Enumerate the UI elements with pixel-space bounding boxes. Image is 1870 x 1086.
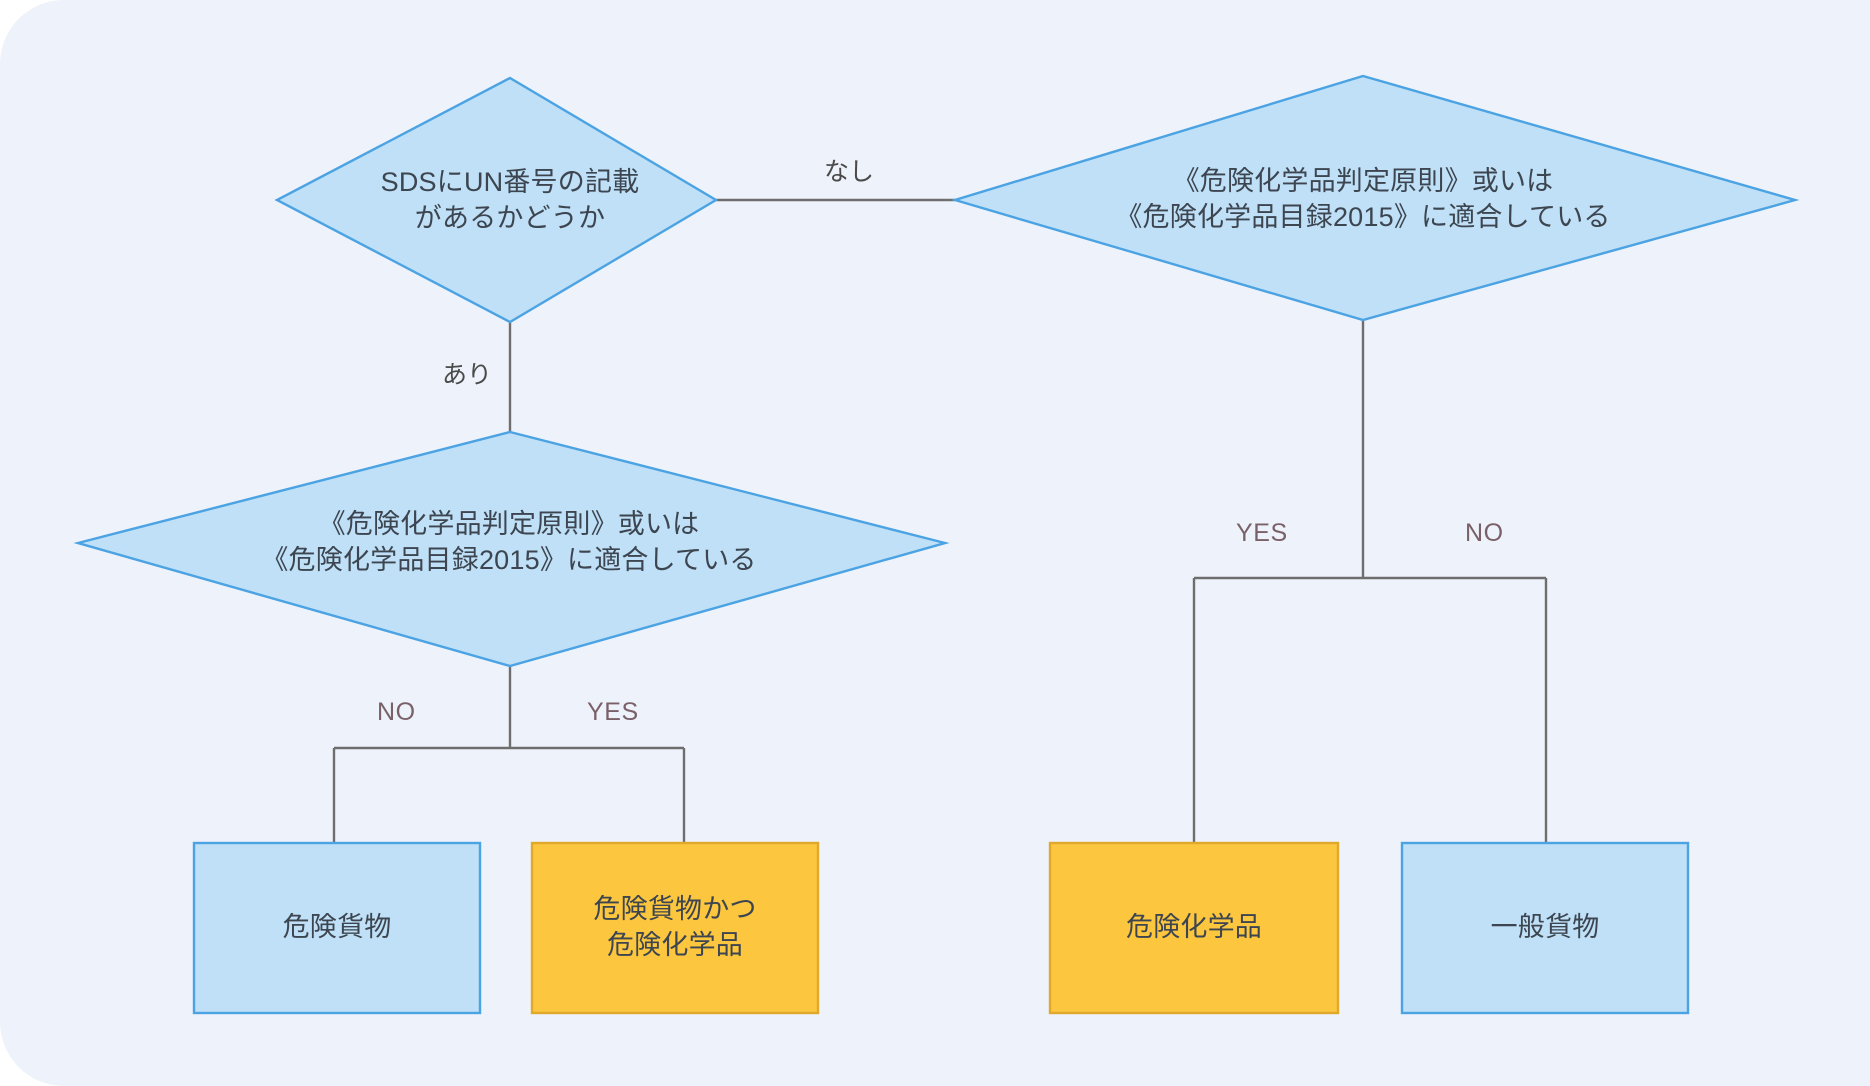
node-d3-diamond: [73, 430, 950, 668]
node-b4-rect: [1400, 841, 1690, 1015]
node-b2-rect: [530, 841, 820, 1015]
edge-label-d3-no: NO: [377, 698, 416, 726]
edge-label-nashi: なし: [824, 158, 875, 186]
connector-lines: [332, 198, 1548, 843]
node-d2-diamond: [950, 74, 1800, 322]
node-b1-rect: [192, 841, 482, 1015]
node-d1-diamond: [274, 76, 719, 324]
edge-label-d3-yes: YES: [587, 698, 639, 726]
edge-label-d2-yes: YES: [1236, 519, 1288, 547]
edge-label-d2-no: NO: [1465, 519, 1504, 547]
node-b3-rect: [1048, 841, 1340, 1015]
edge-label-ari: あり: [442, 361, 493, 389]
